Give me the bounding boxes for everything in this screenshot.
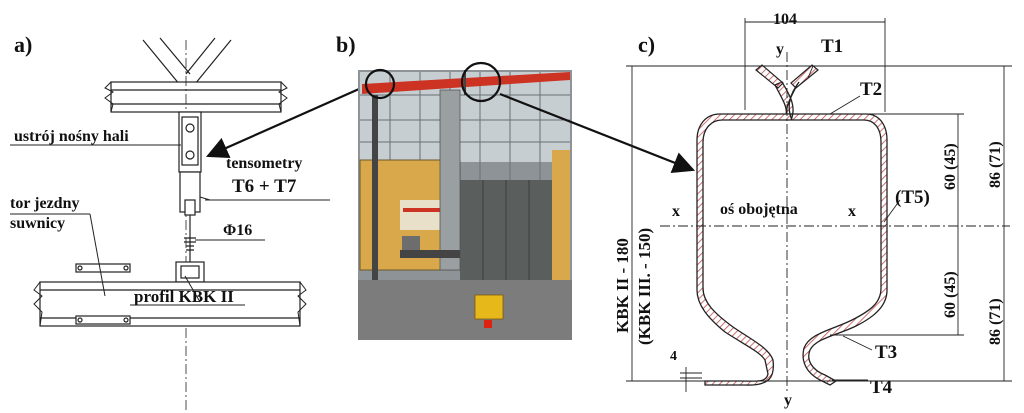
arrow-to-panel-a: [205, 83, 369, 159]
kbk-profile-section-right: [786, 81, 888, 386]
profile-name-alt: (KBK III. - 150): [635, 228, 654, 345]
leaders: [10, 144, 330, 306]
label-diameter: Φ16: [223, 222, 252, 239]
gauge-t2-label: T2: [860, 79, 882, 100]
dim-lower-half: 60 (45): [942, 271, 959, 318]
dim-upper-total: 86 (71): [987, 141, 1004, 188]
panel-c-label: c): [638, 32, 655, 57]
label-rail-line1: tor jezdny: [10, 195, 79, 212]
hall-beam: [104, 40, 288, 410]
gauge-t3-label: T3: [875, 342, 897, 363]
panel-c: c) 104: [613, 11, 1012, 409]
kbk-profile-section: [696, 81, 794, 386]
axis-y-bottom-label: y: [784, 392, 792, 409]
dimension-lines: [626, 18, 1012, 392]
hall-photo: [358, 70, 572, 340]
axis-x-right-label: x: [848, 203, 856, 220]
runway-rail: [33, 263, 307, 327]
label-strain-gauges: tensometry: [226, 155, 302, 172]
gauge-t5-label: (T5): [895, 187, 930, 208]
label-rail-line2: suwnicy: [10, 215, 65, 232]
label-profile: profil KBK II: [134, 287, 234, 306]
truss-diagonals: [142, 37, 232, 86]
arrow-to-panel-c: [499, 92, 696, 173]
top-flange-left: [755, 64, 784, 89]
panel-b: b): [336, 32, 572, 340]
label-gauge-ids: T6 + T7: [232, 176, 297, 197]
panel-a: a): [10, 32, 330, 410]
label-hall-structure: ustrój nośny hali: [14, 128, 129, 145]
dim-upper-half: 60 (45): [942, 143, 959, 190]
neutral-axis-label: oś obojętna: [720, 201, 798, 218]
highlight-circle-right: [460, 61, 502, 103]
top-flange-right: [790, 64, 819, 89]
dim-lower-total: 86 (71): [987, 298, 1004, 345]
panel-b-label: b): [336, 32, 356, 57]
profile-name: KBK II - 180: [613, 238, 632, 333]
axis-x-left-label: x: [672, 203, 680, 220]
hanger: [175, 111, 205, 283]
photo-floor: [358, 280, 572, 340]
highlight-circle-left: [364, 68, 396, 100]
gauge-t1-label: T1: [821, 36, 843, 57]
axis-y-top-label: y: [776, 41, 784, 58]
panel-a-label: a): [14, 32, 32, 57]
dim-width: 104: [773, 11, 797, 28]
gauge-t4-label: T4: [870, 377, 893, 398]
dim-thickness: 4: [670, 349, 677, 364]
